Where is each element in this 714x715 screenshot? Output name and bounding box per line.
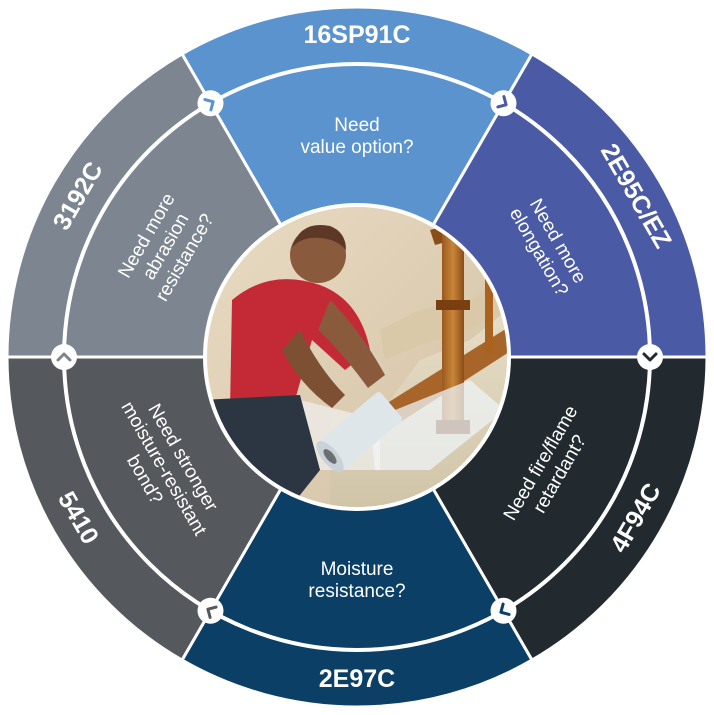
chevron-down-icon: [499, 602, 511, 616]
chevron-down-icon: [203, 98, 215, 112]
question-line: resistance?: [308, 581, 405, 602]
chevron-icon: [490, 90, 517, 117]
chevron-down-icon: [56, 352, 72, 362]
chevron-down-icon: [496, 95, 508, 109]
product-code-moisture: 2E97C: [319, 665, 395, 693]
question-line: value option?: [300, 137, 413, 158]
product-code-value: 16SP91C: [303, 21, 410, 49]
connector-icons: [51, 90, 663, 624]
wheel-segments: [5, 5, 709, 709]
chevron-icon: [637, 344, 663, 370]
question-line: Need: [334, 115, 379, 136]
chevron-icon: [490, 597, 517, 624]
segment-value: [179, 5, 535, 361]
chevron-icon: [197, 597, 224, 624]
question-line: Moisture: [321, 559, 394, 580]
center-photo: [203, 203, 511, 511]
chevron-icon: [197, 90, 224, 117]
chevron-down-icon: [642, 352, 658, 362]
chevron-icon: [51, 344, 77, 370]
chevron-down-icon: [206, 605, 218, 619]
segment-moisture: [179, 353, 535, 709]
